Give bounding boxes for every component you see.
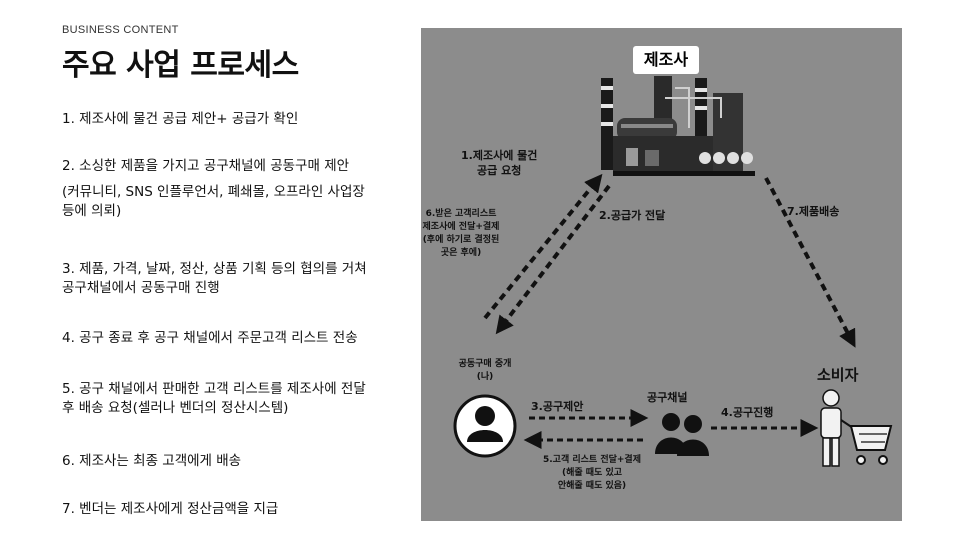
step-3: 3. 제품, 가격, 날짜, 정산, 상품 기획 등의 협의를 거쳐 공구채널에… [62, 260, 407, 298]
broker-label-line1: 공동구매 중개 [458, 359, 512, 369]
factory-icon [601, 76, 755, 176]
arrow-7 [764, 177, 856, 348]
arrow-6-label-line3: (후에 하기로 결정된 [422, 235, 500, 245]
manufacturer-label: 제조사 [633, 46, 699, 74]
step-5-text-line2: 후 배송 요청(셀러나 벤더의 정산시스템) [62, 400, 289, 416]
arrow-6-label-line2: 제조사에 전달+결제 [422, 222, 500, 232]
step-6: 6. 제조사는 최종 고객에게 배송 [62, 452, 407, 471]
step-2-text-line2: (커뮤니티, SNS 인플루언서, 폐쇄몰, 오프라인 사업장 [62, 184, 365, 200]
arrow-5-label: 5.고객 리스트 전달+결제 (해줄 때도 있고 안해줄 때도 있음) [517, 454, 667, 493]
step-5-text: 5. 공구 채널에서 판매한 고객 리스트를 제조사에 전달 [62, 381, 366, 397]
page-title: 주요 사업 프로세스 [62, 48, 299, 83]
group-icon [655, 413, 709, 456]
broker-label: 공동구매 중개 (나) [443, 358, 527, 384]
step-4: 4. 공구 종료 후 공구 채널에서 주문고객 리스트 전송 [62, 329, 407, 348]
arrow-4-label: 4.공구진행 [721, 406, 774, 419]
step-1-text: 1. 제조사에 물건 공급 제안+ 공급가 확인 [62, 111, 299, 127]
step-7: 7. 벤더는 제조사에게 정산금액을 지급 [62, 500, 407, 519]
step-6-text: 6. 제조사는 최종 고객에게 배송 [62, 453, 242, 469]
arrow-5-label-line2: (해줄 때도 있고 [561, 468, 623, 478]
broker-label-line2: (나) [476, 372, 494, 382]
arrow-1-label: 1.제조사에 물건 공급 요청 [461, 148, 537, 178]
process-diagram: 제조사 1.제조사에 물건 공급 요청 2.공급가 전달 6.받은 고객리스트 … [421, 28, 902, 521]
arrow-7-label: 7.제품배송 [787, 205, 840, 218]
shopper-cart-icon [820, 389, 893, 467]
step-2-text-line3: 등에 의뢰) [62, 203, 122, 219]
arrow-5-label-line3: 안해줄 때도 있음) [557, 481, 627, 491]
step-7-text: 7. 벤더는 제조사에게 정산금액을 지급 [62, 501, 279, 517]
arrow-3-label: 3.공구제안 [531, 400, 584, 413]
arrow-1 [483, 173, 603, 320]
arrow-1-label-line2: 공급 요청 [477, 164, 522, 177]
text-panel: BUSINESS CONTENT 주요 사업 프로세스 [62, 24, 402, 84]
arrow-1-label-line1: 1.제조사에 물건 [461, 149, 538, 162]
section-kicker: BUSINESS CONTENT [62, 24, 179, 36]
arrow-6-label-line4: 곳은 후에) [440, 248, 482, 258]
step-2-text: 2. 소싱한 제품을 가지고 공구채널에 공동구매 제안 [62, 158, 350, 174]
step-2: 2. 소싱한 제품을 가지고 공구채널에 공동구매 제안 (커뮤니티, SNS … [62, 157, 407, 221]
arrow-2-label: 2.공급가 전달 [599, 209, 666, 222]
arrow-5-label-line1: 5.고객 리스트 전달+결제 [542, 455, 641, 465]
consumer-label: 소비자 [817, 366, 859, 384]
step-3-text-line2: 공구채널에서 공동구매 진행 [62, 280, 220, 296]
step-4-text: 4. 공구 종료 후 공구 채널에서 주문고객 리스트 전송 [62, 330, 358, 346]
user-icon [453, 394, 517, 458]
channel-label: 공구채널 [647, 391, 688, 404]
arrow-6-label-line1: 6.받은 고객리스트 [425, 209, 497, 219]
step-1: 1. 제조사에 물건 공급 제안+ 공급가 확인 [62, 110, 407, 129]
step-3-text: 3. 제품, 가격, 날짜, 정산, 상품 기획 등의 협의를 거쳐 [62, 261, 367, 277]
arrow-2 [495, 184, 611, 335]
step-5: 5. 공구 채널에서 판매한 고객 리스트를 제조사에 전달 후 배송 요청(셀… [62, 380, 407, 418]
arrow-6-label: 6.받은 고객리스트 제조사에 전달+결제 (후에 하기로 결정된 곳은 후에) [421, 208, 501, 260]
diagram-graphics [453, 76, 893, 467]
